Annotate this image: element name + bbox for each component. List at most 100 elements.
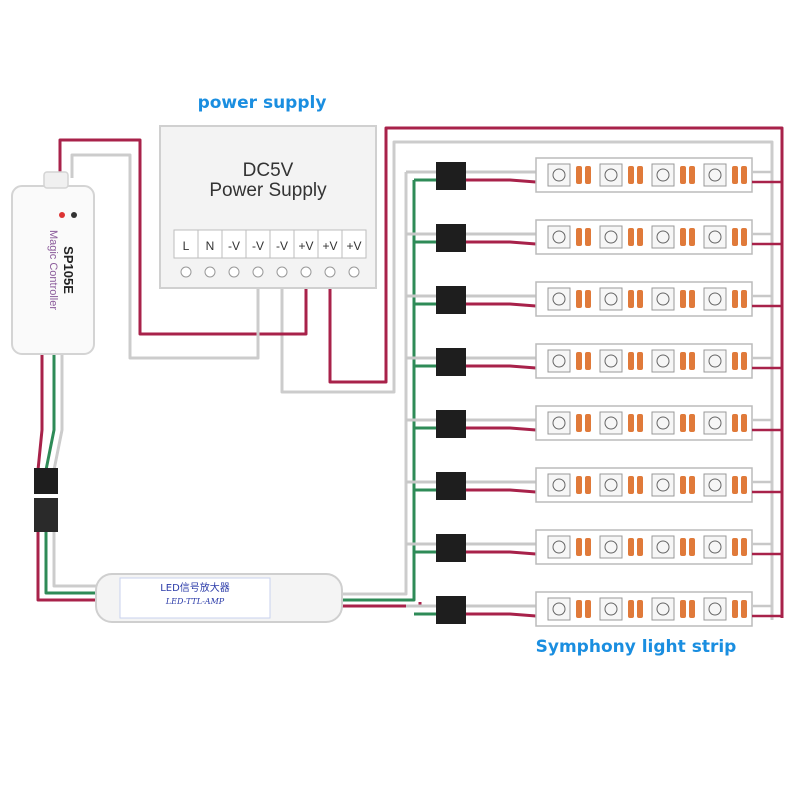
amp-output-wire-green: [338, 180, 416, 602]
resistor-pad: [680, 290, 686, 308]
connector-female: [34, 498, 58, 532]
led-chip: [547, 349, 571, 373]
resistor-pad: [576, 290, 582, 308]
led-lens-icon: [656, 354, 670, 368]
led-lens-icon: [708, 478, 722, 492]
power-bus-wire: [328, 126, 784, 618]
led-lens-icon: [656, 168, 670, 182]
led-lens-icon: [552, 540, 566, 554]
resistor-pad: [628, 166, 634, 184]
strip-caption: Symphony light strip: [536, 637, 737, 657]
resistor-pad: [741, 600, 747, 618]
strip-wire-power: [466, 550, 537, 556]
led-chip: [651, 411, 675, 435]
resistor-pad: [741, 352, 747, 370]
resistor-pad: [637, 352, 643, 370]
resistor-pad: [741, 538, 747, 556]
terminal-label: +V: [298, 239, 313, 253]
led-lens-icon: [656, 292, 670, 306]
terminal-screw-icon: [324, 266, 336, 278]
resistor-pad: [637, 290, 643, 308]
controller-ground-wire: [70, 153, 260, 360]
led-lens-icon: [604, 230, 618, 244]
led-lens-icon: [656, 416, 670, 430]
terminal-screw-icon: [252, 266, 264, 278]
controller-model: SP105E: [61, 246, 76, 294]
resistor-pad: [585, 600, 591, 618]
led-lens-icon: [708, 602, 722, 616]
connector-male: [34, 468, 58, 494]
resistor-pad: [576, 476, 582, 494]
led-chip: [651, 597, 675, 621]
led-lens-icon: [604, 602, 618, 616]
controller-name: Magic Controller: [47, 230, 59, 310]
led-chip: [703, 411, 727, 435]
led-chip: [599, 473, 623, 497]
strip-connector: [436, 224, 466, 252]
strip-connector: [436, 472, 466, 500]
strip-connector: [436, 410, 466, 438]
resistor-pad: [585, 476, 591, 494]
resistor-pad: [585, 290, 591, 308]
resistor-pad: [680, 600, 686, 618]
resistor-pad: [741, 476, 747, 494]
power-supply-body: [159, 125, 377, 289]
led-chip: [703, 349, 727, 373]
resistor-pad: [680, 414, 686, 432]
led-chip: [651, 535, 675, 559]
resistor-pad: [732, 600, 738, 618]
resistor-pad: [680, 352, 686, 370]
strip-connector: [436, 596, 466, 624]
resistor-pad: [628, 538, 634, 556]
led-lens-icon: [604, 540, 618, 554]
led-chip: [599, 349, 623, 373]
controller-led-icon: [71, 212, 77, 218]
led-lens-icon: [552, 354, 566, 368]
strip-connector: [436, 348, 466, 376]
resistor-pad: [732, 166, 738, 184]
resistor-pad: [732, 414, 738, 432]
led-lens-icon: [552, 478, 566, 492]
controller-clip: [43, 171, 69, 189]
terminal-screw-icon: [348, 266, 360, 278]
resistor-pad: [741, 414, 747, 432]
resistor-pad: [741, 166, 747, 184]
led-lens-icon: [552, 292, 566, 306]
led-lens-icon: [604, 416, 618, 430]
resistor-pad: [637, 166, 643, 184]
led-lens-icon: [708, 540, 722, 554]
led-chip: [703, 287, 727, 311]
resistor-pad: [732, 538, 738, 556]
controller-power-wire: [58, 138, 308, 336]
controller-output-wire-green: [44, 355, 56, 471]
terminal-screw-icon: [300, 266, 312, 278]
power-supply-label: Power Supply: [209, 180, 327, 201]
led-lens-icon: [656, 230, 670, 244]
terminal-slot: [317, 229, 343, 259]
terminal-label: -V: [276, 239, 288, 253]
resistor-pad: [628, 476, 634, 494]
controller-led-icon: [59, 212, 65, 218]
terminal-screw-icon: [276, 266, 288, 278]
amp-input-wire-white: [52, 530, 100, 588]
led-lens-icon: [604, 354, 618, 368]
led-chip: [703, 535, 727, 559]
amp-input-wire-red: [36, 530, 100, 602]
terminal-label: L: [183, 239, 190, 253]
led-lens-icon: [656, 478, 670, 492]
terminal-screw-icon: [180, 266, 192, 278]
signal-amplifier: LED信号放大器 LED-TTL-AMP: [95, 573, 343, 623]
resistor-pad: [680, 476, 686, 494]
power-supply-caption: power supply: [198, 93, 327, 113]
resistor-pad: [585, 414, 591, 432]
led-lens-icon: [708, 292, 722, 306]
led-lens-icon: [604, 168, 618, 182]
power-supply-voltage: DC5V: [243, 160, 294, 181]
terminal-slot: [293, 229, 319, 259]
led-chip: [599, 597, 623, 621]
led-lens-icon: [656, 540, 670, 554]
led-lens-icon: [552, 602, 566, 616]
resistor-pad: [637, 600, 643, 618]
amp-output-wire-white: [338, 172, 408, 596]
